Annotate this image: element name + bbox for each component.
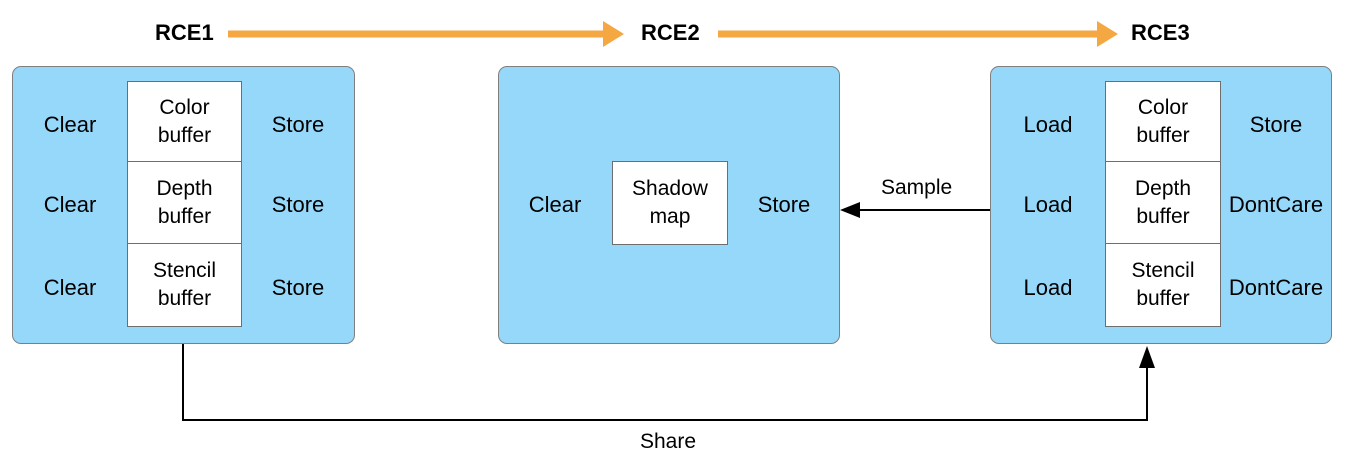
rce2-title: RCE2 (641, 20, 700, 45)
share-edge-label: Share (640, 430, 697, 453)
rce3-depth-store-action: DontCare (1228, 192, 1324, 217)
rce3-stencil-load-action: Load (1023, 275, 1073, 300)
rce1-stencil-store-action: Store (271, 275, 325, 300)
rce1-color-load-action: Clear (43, 112, 97, 137)
rce1-depth-load-action: Clear (43, 192, 97, 217)
rce2-load-action: Clear (528, 192, 582, 217)
flow-arrowhead-rce3 (1097, 21, 1118, 47)
rce3-color-load-action: Load (1023, 112, 1073, 137)
flow-arrowhead-rce2 (603, 21, 624, 47)
share-arrowhead (1139, 346, 1155, 368)
rce3-depth-load-action: Load (1023, 192, 1073, 217)
rce3-stencil-store-action: DontCare (1228, 275, 1324, 300)
rce1-depth-store-action: Store (271, 192, 325, 217)
sample-edge-label: Sample (881, 176, 953, 199)
rce3-title: RCE3 (1131, 20, 1190, 45)
rce3-color-store-action: Store (1249, 112, 1303, 137)
rce1-title: RCE1 (155, 20, 214, 45)
share-connector-line (182, 344, 1148, 421)
rce2-store-action: Store (757, 192, 811, 217)
sample-arrowhead (840, 202, 860, 218)
rce1-color-store-action: Store (271, 112, 325, 137)
rce1-stencil-load-action: Clear (43, 275, 97, 300)
